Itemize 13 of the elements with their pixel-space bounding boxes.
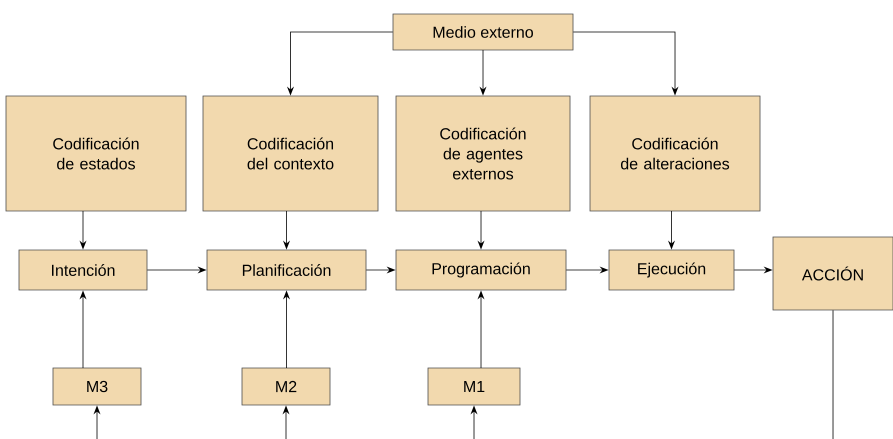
process-box: Ejecución [608, 250, 734, 290]
process-box: Planificación [206, 250, 366, 290]
process-box: M3 [52, 368, 142, 406]
process-box: Intención [18, 250, 148, 290]
process-box: Codificación de agentes externos [396, 96, 570, 212]
process-box: Codificación de estados [6, 96, 186, 212]
process-box: ACCIÓN [772, 236, 893, 310]
process-box: M1 [428, 368, 520, 406]
process-box: M2 [242, 368, 330, 406]
process-box: Codificación de alteraciones [590, 96, 760, 212]
process-box: Programación [396, 250, 566, 290]
process-box: Codificación del contexto [202, 96, 378, 212]
process-box: Medio externo [392, 14, 574, 50]
